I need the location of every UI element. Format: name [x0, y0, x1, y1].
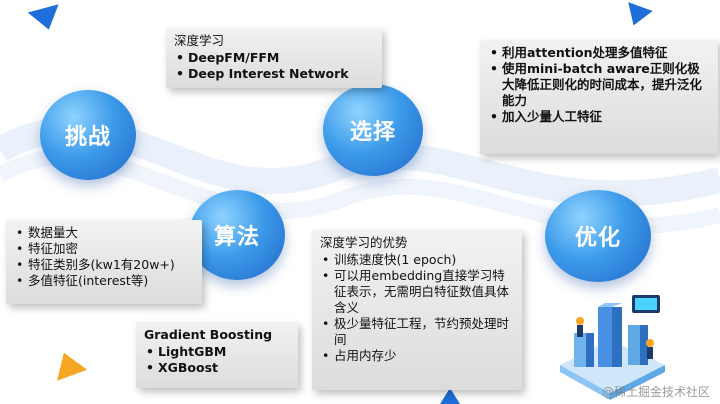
gbdt-box: Gradient Boosting LightGBM XGBoost [136, 322, 298, 388]
node-optimize: 优化 [545, 190, 651, 282]
node-algorithm: 算法 [189, 190, 285, 280]
list-item: Deep Interest Network [174, 66, 374, 82]
deep-learning-title: 深度学习 [174, 33, 225, 48]
list-item: 训练速度快(1 epoch) [320, 252, 514, 268]
watermark: @稀土掘金技术社区 [601, 385, 710, 399]
list-item: 多值特征(interest等) [14, 273, 194, 289]
list-item: LightGBM [144, 344, 290, 360]
blue-triangle-bottom-middle [440, 388, 460, 404]
challenge-box: 数据量大 特征加密 特征类别多(kw1有20w+) 多值特征(interest等… [6, 220, 202, 304]
list-item: DeepFM/FFM [174, 50, 374, 66]
list-item: 数据量大 [14, 225, 194, 241]
list-item: 特征类别多(kw1有20w+) [14, 257, 194, 273]
optimize-box: 利用attention处理多值特征 使用mini-batch aware正则化极… [480, 40, 718, 154]
list-item: 使用mini-batch aware正则化极大降低正则化的时间成本，提升泛化能力 [488, 61, 710, 109]
list-item: XGBoost [144, 360, 290, 376]
gbdt-title: Gradient Boosting [144, 327, 273, 342]
list-item: 特征加密 [14, 241, 194, 257]
node-challenge: 挑战 [40, 90, 136, 180]
advantage-box: 深度学习的优势 训练速度快(1 epoch) 可以用embedding直接学习特… [312, 230, 522, 390]
list-item: 极少量特征工程，节约预处理时间 [320, 316, 514, 348]
list-item: 利用attention处理多值特征 [488, 45, 710, 61]
list-item: 加入少量人工特征 [488, 109, 710, 125]
list-item: 占用内存少 [320, 348, 514, 364]
list-item: 可以用embedding直接学习特征表示，无需明白特征数值具体含义 [320, 268, 514, 316]
node-choice: 选择 [323, 84, 423, 176]
data-platform-illustration [560, 295, 665, 400]
deep-learning-box: 深度学习 DeepFM/FFM Deep Interest Network [166, 28, 382, 88]
advantage-title: 深度学习的优势 [320, 235, 408, 250]
